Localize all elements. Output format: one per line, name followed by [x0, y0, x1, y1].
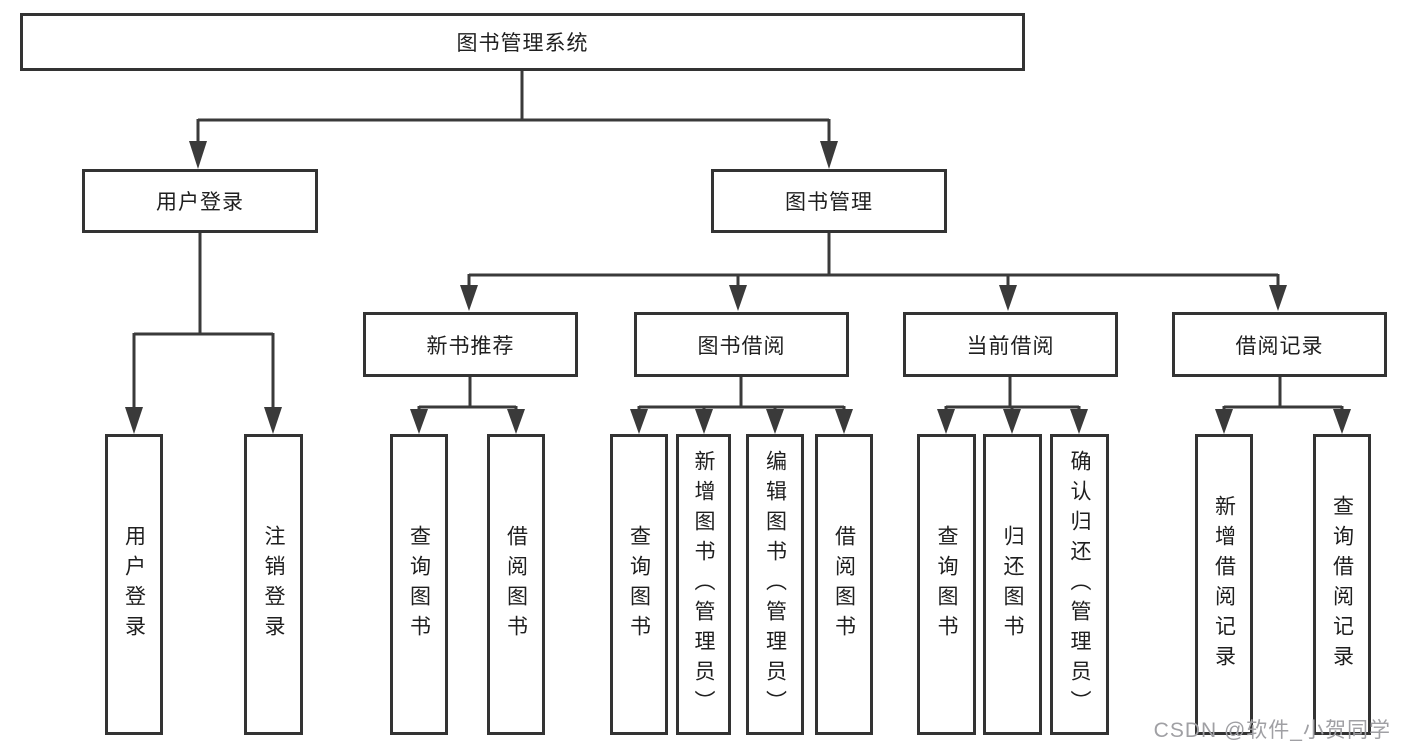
node-label: 借阅图书 [504, 524, 528, 645]
node-label: 图书管理系统 [456, 32, 589, 55]
leaf-query-borrow-record: 查询借阅记录 [1313, 434, 1371, 735]
node-label: 确认归还（管理员） [1068, 449, 1091, 720]
arrowheads [125, 141, 1351, 434]
leaf-logout: 注销登录 [244, 434, 303, 735]
node-label: 新增图书（管理员） [692, 449, 715, 720]
node-label: 用户登录 [122, 524, 146, 645]
node-book-borrowing: 图书借阅 [634, 312, 849, 377]
csdn-watermark: CSDN @软件_小贺同学 [1153, 719, 1391, 742]
node-label: 查询图书 [627, 524, 651, 645]
leaf-edit-book-admin: 编辑图书（管理员） [746, 434, 804, 735]
leaf-current-query-books: 查询图书 [917, 434, 976, 735]
node-label: 图书借阅 [697, 334, 786, 358]
node-label: 新书推荐 [426, 334, 515, 358]
node-label: 注销登录 [262, 524, 285, 645]
node-label: 新增借阅记录 [1212, 494, 1236, 675]
leaf-return-books: 归还图书 [983, 434, 1042, 735]
node-label: 当前借阅 [966, 334, 1055, 358]
node-current-borrowing: 当前借阅 [903, 312, 1118, 377]
node-label: 用户登录 [156, 191, 244, 214]
leaf-add-borrow-record: 新增借阅记录 [1195, 434, 1253, 735]
leaf-confirm-return-admin: 确认归还（管理员） [1050, 434, 1109, 735]
node-borrowing-records: 借阅记录 [1172, 312, 1387, 377]
node-root-system: 图书管理系统 [20, 13, 1025, 71]
leaf-borrowing-borrow-books: 借阅图书 [815, 434, 873, 735]
node-label: 查询图书 [407, 524, 431, 645]
node-label: 图书管理 [785, 191, 873, 214]
node-label: 借阅记录 [1235, 334, 1324, 358]
leaf-borrowing-query-books: 查询图书 [610, 434, 668, 735]
node-book-management: 图书管理 [711, 169, 947, 233]
node-label: 查询图书 [935, 524, 958, 645]
node-label: 归还图书 [1001, 524, 1024, 645]
node-label: 编辑图书（管理员） [763, 449, 787, 720]
node-user-login-branch: 用户登录 [82, 169, 318, 233]
node-label: 查询借阅记录 [1330, 494, 1354, 675]
leaf-newbooks-borrow-books: 借阅图书 [487, 434, 545, 735]
leaf-add-book-admin: 新增图书（管理员） [676, 434, 731, 735]
node-label: 借阅图书 [832, 524, 856, 645]
leaf-user-login: 用户登录 [105, 434, 163, 735]
node-new-book-recommend: 新书推荐 [363, 312, 578, 377]
leaf-newbooks-query-books: 查询图书 [390, 434, 448, 735]
